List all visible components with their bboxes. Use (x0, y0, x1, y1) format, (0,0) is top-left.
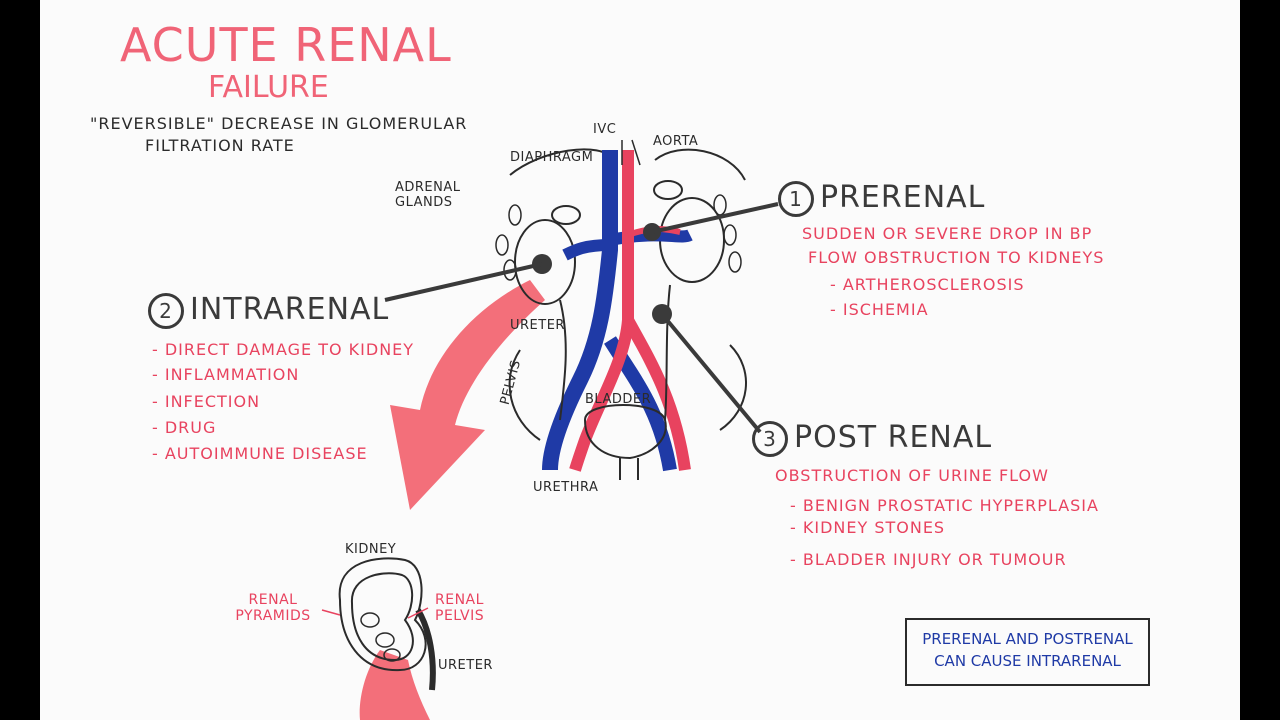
kidney-ureter-label: Ureter (438, 658, 493, 673)
definition-line1: "Reversible" decrease in glomerular (90, 114, 468, 133)
intrarenal-item: - Direct damage to kidney (152, 340, 415, 359)
prerenal-item: - Ischemia (830, 300, 929, 319)
renal-pelvis-label: Renal pelvis (435, 592, 485, 624)
whiteboard-canvas: Acute Renal Failure "Reversible" decreas… (40, 0, 1240, 720)
prerenal-number: 1 (778, 180, 814, 217)
adrenal-label: Adrenal glands (395, 180, 461, 210)
prerenal-item: - Artherosclerosis (830, 275, 1025, 294)
note-box: Prerenal and postrenal can cause intrare… (905, 618, 1150, 686)
prerenal-heading: 1Prerenal (778, 180, 985, 217)
prerenal-title: Prerenal (820, 180, 986, 215)
pelvis-outline (508, 344, 747, 441)
ivc-vessel (542, 150, 618, 471)
postrenal-heading: 3Post Renal (752, 420, 992, 457)
renal-pyramids-label: Renal pyramids (235, 592, 311, 624)
left-kidney (514, 219, 576, 305)
prerenal-item: Flow obstruction to kidneys (808, 248, 1105, 267)
aorta-label: Aorta (653, 134, 699, 149)
urethra-label: Urethra (533, 480, 599, 495)
intrarenal-item: - Inflammation (152, 365, 300, 384)
intrarenal-heading: 2Intrarenal (148, 292, 389, 329)
left-ureter (559, 299, 567, 421)
intrarenal-title: Intrarenal (190, 292, 390, 327)
bladder-label: Bladder (585, 392, 652, 407)
postrenal-item: - Benign prostatic hyperplasia (790, 496, 1099, 515)
anatomy-drawing (321, 139, 779, 720)
left-adrenal (551, 205, 581, 225)
postrenal-number: 3 (752, 420, 788, 457)
bladder (583, 404, 667, 460)
right-ureter (664, 284, 671, 421)
intrarenal-arrow (390, 280, 545, 510)
ivc-label: IVC (593, 122, 617, 137)
page-subtitle: Failure (208, 70, 329, 105)
postrenal-item: Obstruction of urine flow (775, 466, 1049, 485)
postrenal-item: - Kidney stones (790, 518, 946, 537)
intrarenal-item: - Infection (152, 392, 261, 411)
aorta-vessel (569, 150, 634, 472)
urethra (619, 458, 639, 480)
definition-line2: filtration rate (145, 136, 295, 155)
postrenal-item: - Bladder injury or tumour (790, 550, 1067, 569)
intrarenal-number: 2 (148, 292, 184, 329)
kidney-section (338, 557, 427, 672)
page-title: Acute Renal (120, 18, 452, 72)
diaphragm-label: Diaphragm (510, 150, 594, 165)
intrarenal-item: - Drug (152, 418, 217, 437)
ureter-label: Ureter (510, 318, 565, 333)
kidney-ureter (415, 608, 436, 691)
prerenal-item: Sudden or severe drop in BP (802, 224, 1093, 243)
kidney-label: Kidney (345, 542, 397, 557)
postrenal-title: Post Renal (794, 420, 993, 455)
right-adrenal (653, 180, 683, 200)
intrarenal-item: - Autoimmune disease (152, 444, 368, 463)
